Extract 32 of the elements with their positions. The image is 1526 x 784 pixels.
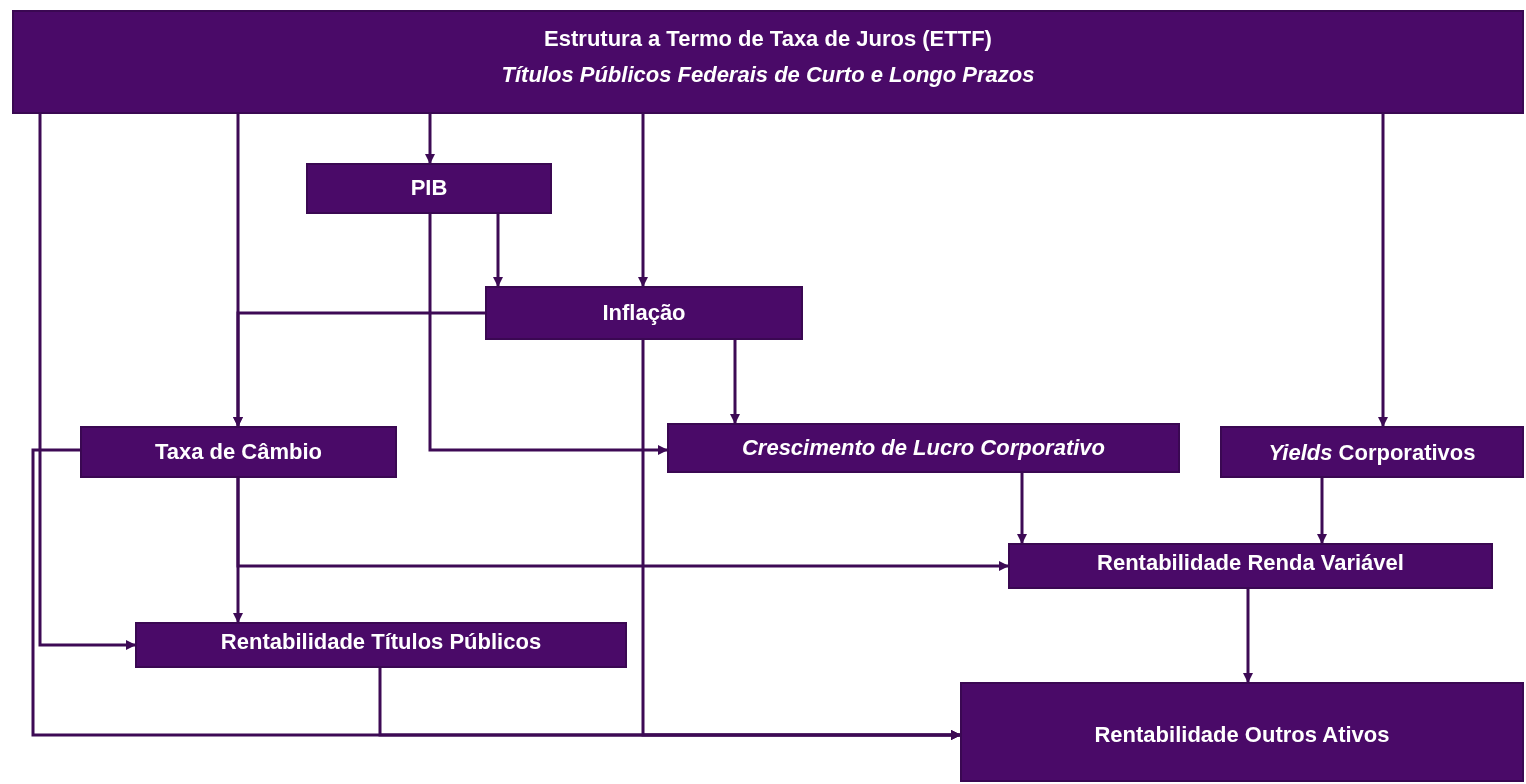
- process-box: [135, 622, 627, 668]
- arrow: [1378, 114, 1388, 427]
- arrow: [428, 214, 668, 455]
- arrow: [638, 114, 648, 287]
- arrow: [38, 114, 136, 650]
- arrow: [233, 311, 485, 427]
- box-label: Inflação: [602, 300, 686, 326]
- process-box: [306, 163, 552, 214]
- process-box: [12, 10, 1524, 114]
- box-label: Rentabilidade Renda Variável: [1097, 550, 1404, 576]
- arrow: [1243, 589, 1253, 683]
- box-label: PIB: [410, 175, 448, 201]
- process-box: [1220, 426, 1524, 478]
- arrow: [425, 114, 435, 164]
- process-box: [667, 423, 1180, 473]
- arrow: [378, 668, 961, 740]
- box-label: Rentabilidade Títulos Públicos: [220, 629, 542, 655]
- box-label: Rentabilidade Outros Ativos: [1094, 722, 1390, 748]
- process-box: [1008, 543, 1493, 589]
- arrow: [233, 478, 243, 623]
- process-box: [960, 682, 1524, 782]
- arrow: [730, 340, 740, 424]
- box-label: Yields Corporativos: [1268, 440, 1476, 466]
- arrow: [1017, 473, 1027, 544]
- box-label: Taxa de Câmbio: [154, 439, 323, 465]
- process-box: [80, 426, 397, 478]
- box-label: Crescimento de Lucro Corporativo: [741, 435, 1106, 461]
- arrow: [493, 214, 503, 287]
- arrow: [1317, 478, 1327, 544]
- process-box: [485, 286, 803, 340]
- box-label: Títulos Públicos Federais de Curto e Longo Prazos: [501, 62, 1035, 88]
- box-label: Estrutura a Termo de Taxa de Juros (ETTF): [544, 26, 992, 52]
